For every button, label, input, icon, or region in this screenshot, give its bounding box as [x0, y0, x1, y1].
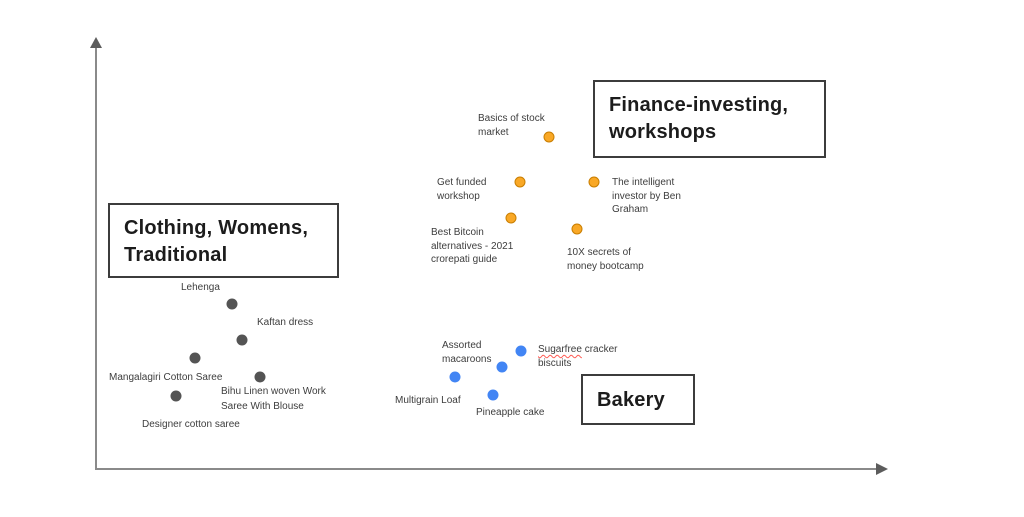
y-axis-line: [95, 46, 97, 470]
data-point-label-sugarfree-cracker-biscuits: Sugarfree cracker biscuits: [538, 343, 617, 370]
x-axis-line: [96, 468, 877, 470]
misspelled-word: Sugarfree: [538, 344, 582, 355]
data-point-label-pineapple-cake: Pineapple cake: [476, 407, 545, 418]
cluster-box-finance: Finance-investing, workshops: [593, 80, 826, 158]
cluster-box-bakery: Bakery: [581, 374, 695, 425]
x-axis-arrowhead-icon: [876, 463, 888, 475]
data-point-10x-secrets-bootcamp: [571, 223, 583, 235]
data-point-lehenga: [226, 298, 238, 310]
data-point-label-basics-of-stock-market: Basics of stock market: [478, 113, 545, 138]
data-point-mangalagiri-cotton-saree: [189, 352, 201, 364]
data-point-label-best-bitcoin-alternatives: Best Bitcoin alternatives - 2021 crorepa…: [431, 227, 514, 265]
label-rest: cracker biscuits: [538, 344, 618, 369]
data-point-designer-cotton-saree: [170, 390, 182, 402]
data-point-get-funded-workshop: [514, 176, 526, 188]
data-point-label-assorted-macaroons: Assorted macaroons: [442, 340, 492, 365]
data-point-multigrain-loaf: [449, 371, 461, 383]
data-point-label-kaftan-dress: Kaftan dress: [257, 317, 314, 328]
data-point-label-multigrain-loaf: Multigrain Loaf: [395, 395, 461, 406]
data-point-kaftan-dress: [236, 334, 248, 346]
data-point-assorted-macaroons: [496, 361, 508, 373]
data-point-best-bitcoin-alternatives: [505, 212, 517, 224]
data-point-sugarfree-cracker-biscuits: [515, 345, 527, 357]
data-point-label-10x-secrets-bootcamp: 10X secrets of money bootcamp: [567, 247, 644, 272]
y-axis-arrowhead-icon: [90, 37, 102, 48]
data-point-label-intelligent-investor: The intelligent investor by Ben Graham: [612, 177, 681, 215]
data-point-label-designer-cotton-saree: Designer cotton saree: [142, 419, 240, 430]
data-point-bihu-linen-saree: [254, 371, 266, 383]
data-point-basics-of-stock-market: [543, 131, 555, 143]
data-point-label-bihu-linen-saree: Bihu Linen woven Work Saree With Blouse: [221, 386, 326, 412]
data-point-label-lehenga: Lehenga: [181, 282, 220, 293]
data-point-label-get-funded-workshop: Get funded workshop: [437, 177, 487, 202]
cluster-box-clothing: Clothing, Womens, Traditional: [108, 203, 339, 278]
data-point-intelligent-investor: [588, 176, 600, 188]
data-point-label-mangalagiri-cotton-saree: Mangalagiri Cotton Saree: [109, 372, 223, 383]
data-point-pineapple-cake: [487, 389, 499, 401]
